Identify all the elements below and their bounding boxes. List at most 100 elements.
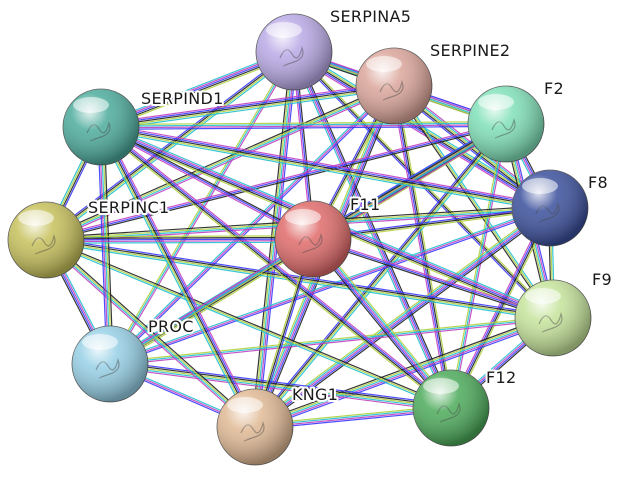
edge-strand: [292, 52, 550, 210]
edge-serpine2-serpind1: [100, 82, 395, 131]
node-label-halo: SERPINA5: [330, 7, 411, 26]
edge-strand: [46, 124, 507, 243]
edge-strand: [312, 205, 550, 239]
edge-strand: [103, 126, 114, 364]
edge-proc-f11: [108, 237, 315, 366]
edge-strand: [99, 127, 313, 241]
node-label-serpine2: SERPINE2: [430, 41, 510, 60]
node-highlight: [266, 22, 302, 38]
edge-strand: [98, 127, 110, 365]
node-serpind1[interactable]: [62, 88, 140, 166]
edge-strand: [45, 240, 255, 429]
edge-strand: [312, 238, 554, 319]
edge-strand: [110, 318, 554, 367]
edge-strand: [99, 127, 255, 429]
edge-strand: [47, 237, 258, 426]
edge-strand: [100, 82, 394, 125]
edge-strand: [46, 239, 314, 243]
edge-strand: [99, 128, 450, 411]
edge-strand: [47, 53, 296, 243]
node-serpinc1[interactable]: [7, 201, 85, 279]
node-proc[interactable]: [71, 325, 149, 403]
node-highlight: [18, 210, 54, 226]
node-kng1[interactable]: [216, 388, 294, 466]
nodes-layer: SERPINA5SERPINA5SERPINE2SERPINE2F2F2F8F8…: [7, 5, 614, 466]
edge-strand: [101, 126, 113, 364]
edge-strand: [45, 236, 313, 240]
node-serpina5[interactable]: [255, 13, 333, 91]
node-label-serpina5: SERPINA5: [330, 7, 411, 26]
edge-f12-serpinc1: [45, 237, 452, 411]
edge-strand: [100, 85, 395, 128]
node-highlight: [73, 97, 109, 113]
edge-serpinc1-f11: [45, 235, 314, 244]
edge-serpind1-f11: [99, 125, 315, 241]
edge-strand: [108, 237, 313, 364]
edge-strand: [101, 124, 507, 129]
edge-strand: [109, 364, 451, 411]
edge-strand: [45, 241, 553, 321]
edge-strand: [101, 88, 395, 131]
node-label-f11: F11: [350, 195, 380, 214]
edge-strand: [46, 241, 314, 244]
edge-strand: [100, 126, 314, 240]
node-f8[interactable]: [511, 169, 589, 247]
edge-strand: [252, 122, 505, 426]
edge-f12-proc: [109, 360, 452, 412]
edge-strand: [101, 125, 507, 130]
edge-strand: [450, 123, 507, 409]
node-serpine2[interactable]: [355, 47, 433, 125]
edge-strand: [254, 317, 554, 428]
edge-strand: [97, 127, 108, 365]
edge-strand: [255, 124, 508, 428]
edge-strand: [394, 85, 453, 408]
edge-strand: [45, 123, 507, 241]
edge-strand: [252, 204, 549, 425]
node-label-halo: SERPINC1: [88, 198, 169, 217]
node-label-f2: F2: [544, 79, 564, 98]
edge-strand: [392, 86, 451, 409]
edge-kng1-serpind1: [97, 125, 259, 429]
edge-strand: [103, 125, 259, 426]
edge-strand: [391, 86, 450, 409]
edge-strand: [110, 208, 551, 367]
edge-strand: [101, 125, 257, 427]
node-f9[interactable]: [514, 279, 592, 357]
node-label-serpinc1: SERPINC1: [88, 198, 169, 217]
edge-f9-proc: [109, 315, 554, 367]
edge-serpina5-serpinc1: [44, 49, 296, 243]
edge-strand: [100, 83, 394, 127]
node-highlight: [525, 288, 561, 304]
edge-strand: [255, 208, 552, 429]
edge-strand: [45, 235, 313, 238]
node-f11[interactable]: [274, 200, 352, 278]
edge-strand: [100, 122, 506, 127]
node-f2[interactable]: [467, 85, 545, 163]
edge-strand: [46, 238, 256, 427]
edge-strand: [109, 366, 451, 412]
edge-strand: [110, 239, 315, 366]
edge-strand: [45, 240, 553, 320]
edge-strand: [312, 239, 553, 321]
edge-strand: [253, 314, 553, 425]
edge-f2-kng1: [252, 122, 509, 429]
edge-strand: [44, 49, 293, 239]
node-label-halo: KNG1: [292, 385, 338, 404]
node-f12[interactable]: [412, 369, 490, 447]
node-label-kng1: KNG1: [292, 385, 338, 404]
edge-strand: [101, 86, 395, 130]
edge-strand: [108, 84, 394, 364]
node-label-f9: F9: [592, 270, 612, 289]
edge-strand: [101, 125, 315, 239]
edge-f9-f11: [312, 236, 554, 321]
edge-strand: [102, 124, 453, 407]
node-highlight: [285, 209, 321, 225]
edge-strand: [256, 125, 509, 429]
edge-strand: [109, 317, 554, 365]
edge-strand: [313, 236, 554, 318]
edge-strand: [100, 126, 256, 428]
edge-strand: [43, 241, 254, 430]
edge-strand: [109, 238, 314, 365]
edge-strand: [97, 128, 253, 429]
edge-strand: [109, 363, 452, 409]
